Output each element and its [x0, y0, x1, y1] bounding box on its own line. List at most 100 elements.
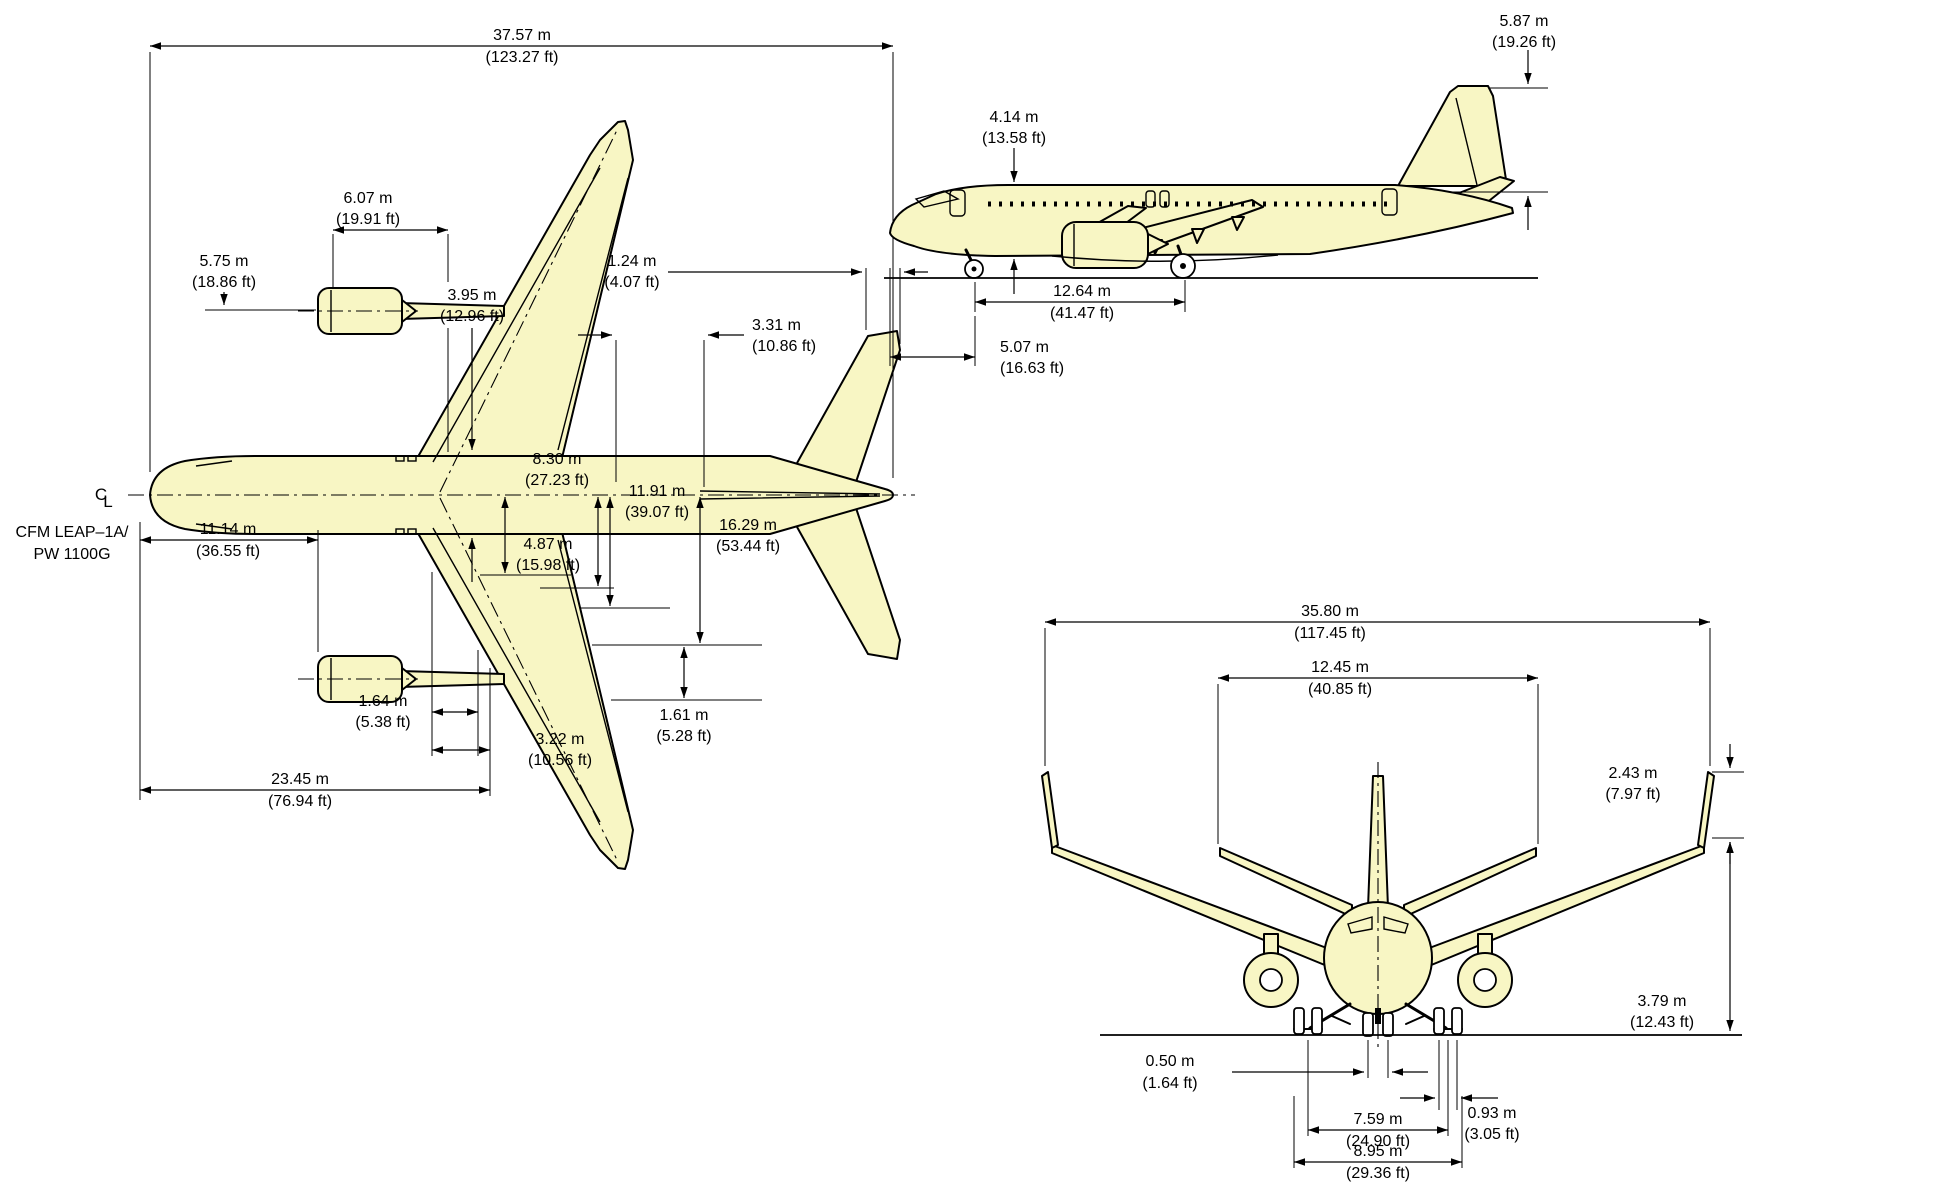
front-cockpit-window-right [1383, 916, 1409, 934]
dim-5-07-m: 5.07 m [1000, 339, 1049, 356]
plan-overwing-exits [395, 455, 417, 535]
front-wing-right [1423, 844, 1705, 969]
dim-4-87: 4.87 m (15.98 ft) [480, 497, 580, 576]
dim-35-80-ft: (117.45 ft) [1294, 625, 1366, 642]
dim-5-75-ft: (18.86 ft) [192, 274, 256, 291]
front-engine-left [1243, 933, 1299, 1008]
dim-5-87-m: 5.87 m [1500, 13, 1549, 30]
dim-8-30-m: 8.30 m [533, 451, 582, 468]
dim-11-91: 11.91 m (39.07 ft) [581, 483, 689, 609]
dim-0-93-ft: (3.05 ft) [1464, 1126, 1519, 1143]
dim-1-64: 1.64 m (5.38 ft) [355, 572, 479, 756]
dim-5-07: 5.07 m (16.63 ft) [889, 268, 1064, 377]
plan-wing-lower [414, 527, 634, 870]
engine-type-note: CFM LEAP–1A/ PW 1100G [16, 524, 129, 563]
dim-35-80-m: 35.80 m [1301, 603, 1359, 620]
front-sharklet-left [1041, 771, 1059, 849]
dim-8-30-ft: (27.23 ft) [525, 472, 589, 489]
dim-12-45: 12.45 m (40.85 ft) [1217, 659, 1539, 844]
dim-5-75-m: 5.75 m [200, 253, 249, 270]
front-main-gear-right [1404, 1002, 1463, 1035]
side-rudder-line [1455, 97, 1478, 186]
dim-3-22: 3.22 m (10.56 ft) [432, 668, 592, 796]
dim-5-07-ft: (16.63 ft) [1000, 360, 1064, 377]
dim-12-64-ft: (41.47 ft) [1050, 305, 1114, 322]
dim-1-61: 1.61 m (5.28 ft) [611, 647, 762, 745]
plan-dimensions: 37.57 m (123.27 ft) 6.07 m (19.91 ft) 5.… [139, 27, 928, 810]
front-stab-left [1219, 847, 1353, 918]
side-dimensions: 5.87 m (19.26 ft) 4.14 m (13.58 ft) 12.6… [889, 13, 1556, 377]
dim-3-79-m: 3.79 m [1638, 993, 1687, 1010]
dim-11-14-m: 11.14 m [200, 521, 257, 538]
dim-8-95: 8.95 m (29.36 ft) [1293, 1096, 1463, 1182]
dim-6-07: 6.07 m (19.91 ft) [332, 190, 449, 452]
centerline-symbol-l: L [103, 492, 112, 511]
front-dimensions: 35.80 m (117.45 ft) 12.45 m (40.85 ft) 2… [1044, 603, 1744, 1182]
front-sharklet-right [1697, 771, 1715, 849]
side-aircraft [884, 85, 1538, 279]
dim-5-75: 5.75 m (18.86 ft) [192, 253, 316, 311]
plan-aircraft [128, 120, 915, 870]
dim-4-87-ft: (15.98 ft) [516, 557, 580, 574]
dim-1-64-m: 1.64 m [359, 693, 408, 710]
dim-7-59-m: 7.59 m [1354, 1111, 1403, 1128]
dim-3-31-ft: (10.86 ft) [752, 338, 816, 355]
side-fin [1397, 85, 1508, 187]
dim-8-95-ft: (29.36 ft) [1346, 1165, 1410, 1182]
dim-3-22-ft: (10.56 ft) [528, 752, 592, 769]
side-main-gear [1170, 244, 1196, 279]
front-wing-left [1051, 844, 1333, 969]
dim-4-14-m: 4.14 m [990, 109, 1039, 126]
dim-12-45-m: 12.45 m [1311, 659, 1369, 676]
side-engine [1061, 205, 1169, 269]
dim-5-87: 5.87 m (19.26 ft) [1452, 13, 1556, 230]
front-main-gear-left [1293, 1002, 1352, 1035]
dim-12-64: 12.64 m (41.47 ft) [974, 280, 1186, 322]
front-engine-right [1457, 933, 1513, 1008]
plan-cockpit-lines [195, 460, 233, 530]
dim-3-22-m: 3.22 m [536, 731, 585, 748]
dim-0-93-m: 0.93 m [1468, 1105, 1517, 1122]
dim-1-24: 1.24 m (4.07 ft) [604, 253, 928, 344]
dim-11-14: 11.14 m (36.55 ft) [139, 521, 319, 800]
dim-0-93: 0.93 m (3.05 ft) [1400, 1040, 1520, 1143]
plan-engine-lower [317, 655, 505, 703]
dim-1-61-ft: (5.28 ft) [656, 728, 711, 745]
plan-wing-axis-upper [439, 127, 619, 493]
dim-overall-length: 37.57 m (123.27 ft) [149, 27, 894, 478]
dim-4-87-m: 4.87 m [524, 536, 573, 553]
dim-2-43-m: 2.43 m [1609, 765, 1658, 782]
engine-note-line1: CFM LEAP–1A/ [16, 524, 129, 541]
dim-overall-length-ft: (123.27 ft) [486, 49, 559, 66]
plan-view: 37.57 m (123.27 ft) 6.07 m (19.91 ft) 5.… [16, 27, 928, 870]
plan-wing-detail-lower [432, 527, 629, 823]
dim-1-24-m: 1.24 m [608, 253, 657, 270]
dim-6-07-m: 6.07 m [344, 190, 393, 207]
dim-16-29-m: 16.29 m [719, 517, 777, 534]
dim-0-50-m: 0.50 m [1146, 1053, 1195, 1070]
dim-3-31-m: 3.31 m [752, 317, 801, 334]
centerline-symbol-c: C [95, 485, 107, 504]
dim-7-59-ft: (24.90 ft) [1346, 1133, 1410, 1150]
dim-11-91-ft: (39.07 ft) [625, 504, 689, 521]
dim-8-30: 8.30 m (27.23 ft) [525, 451, 614, 589]
side-nose-gear [964, 248, 984, 279]
dim-3-95: 3.95 m (12.96 ft) [440, 287, 504, 582]
centerline-symbol: C L [95, 485, 113, 511]
dim-overall-length-m: 37.57 m [493, 27, 551, 44]
dim-1-61-m: 1.61 m [660, 707, 709, 724]
dim-2-43: 2.43 m (7.97 ft) [1605, 744, 1744, 864]
dim-5-87-ft: (19.26 ft) [1492, 34, 1556, 51]
dim-6-07-ft: (19.91 ft) [336, 211, 400, 228]
dim-0-50-ft: (1.64 ft) [1142, 1075, 1197, 1092]
plan-wing-detail-upper [432, 167, 629, 463]
dim-11-14-ft: (36.55 ft) [196, 543, 260, 560]
dim-11-91-m: 11.91 m [629, 483, 686, 500]
dim-4-14: 4.14 m (13.58 ft) [982, 109, 1046, 294]
side-belly-line [1051, 254, 1279, 262]
dim-3-95-m: 3.95 m [448, 287, 497, 304]
dim-23-45-m: 23.45 m [271, 771, 329, 788]
dim-3-31: 3.31 m (10.86 ft) [578, 317, 816, 487]
